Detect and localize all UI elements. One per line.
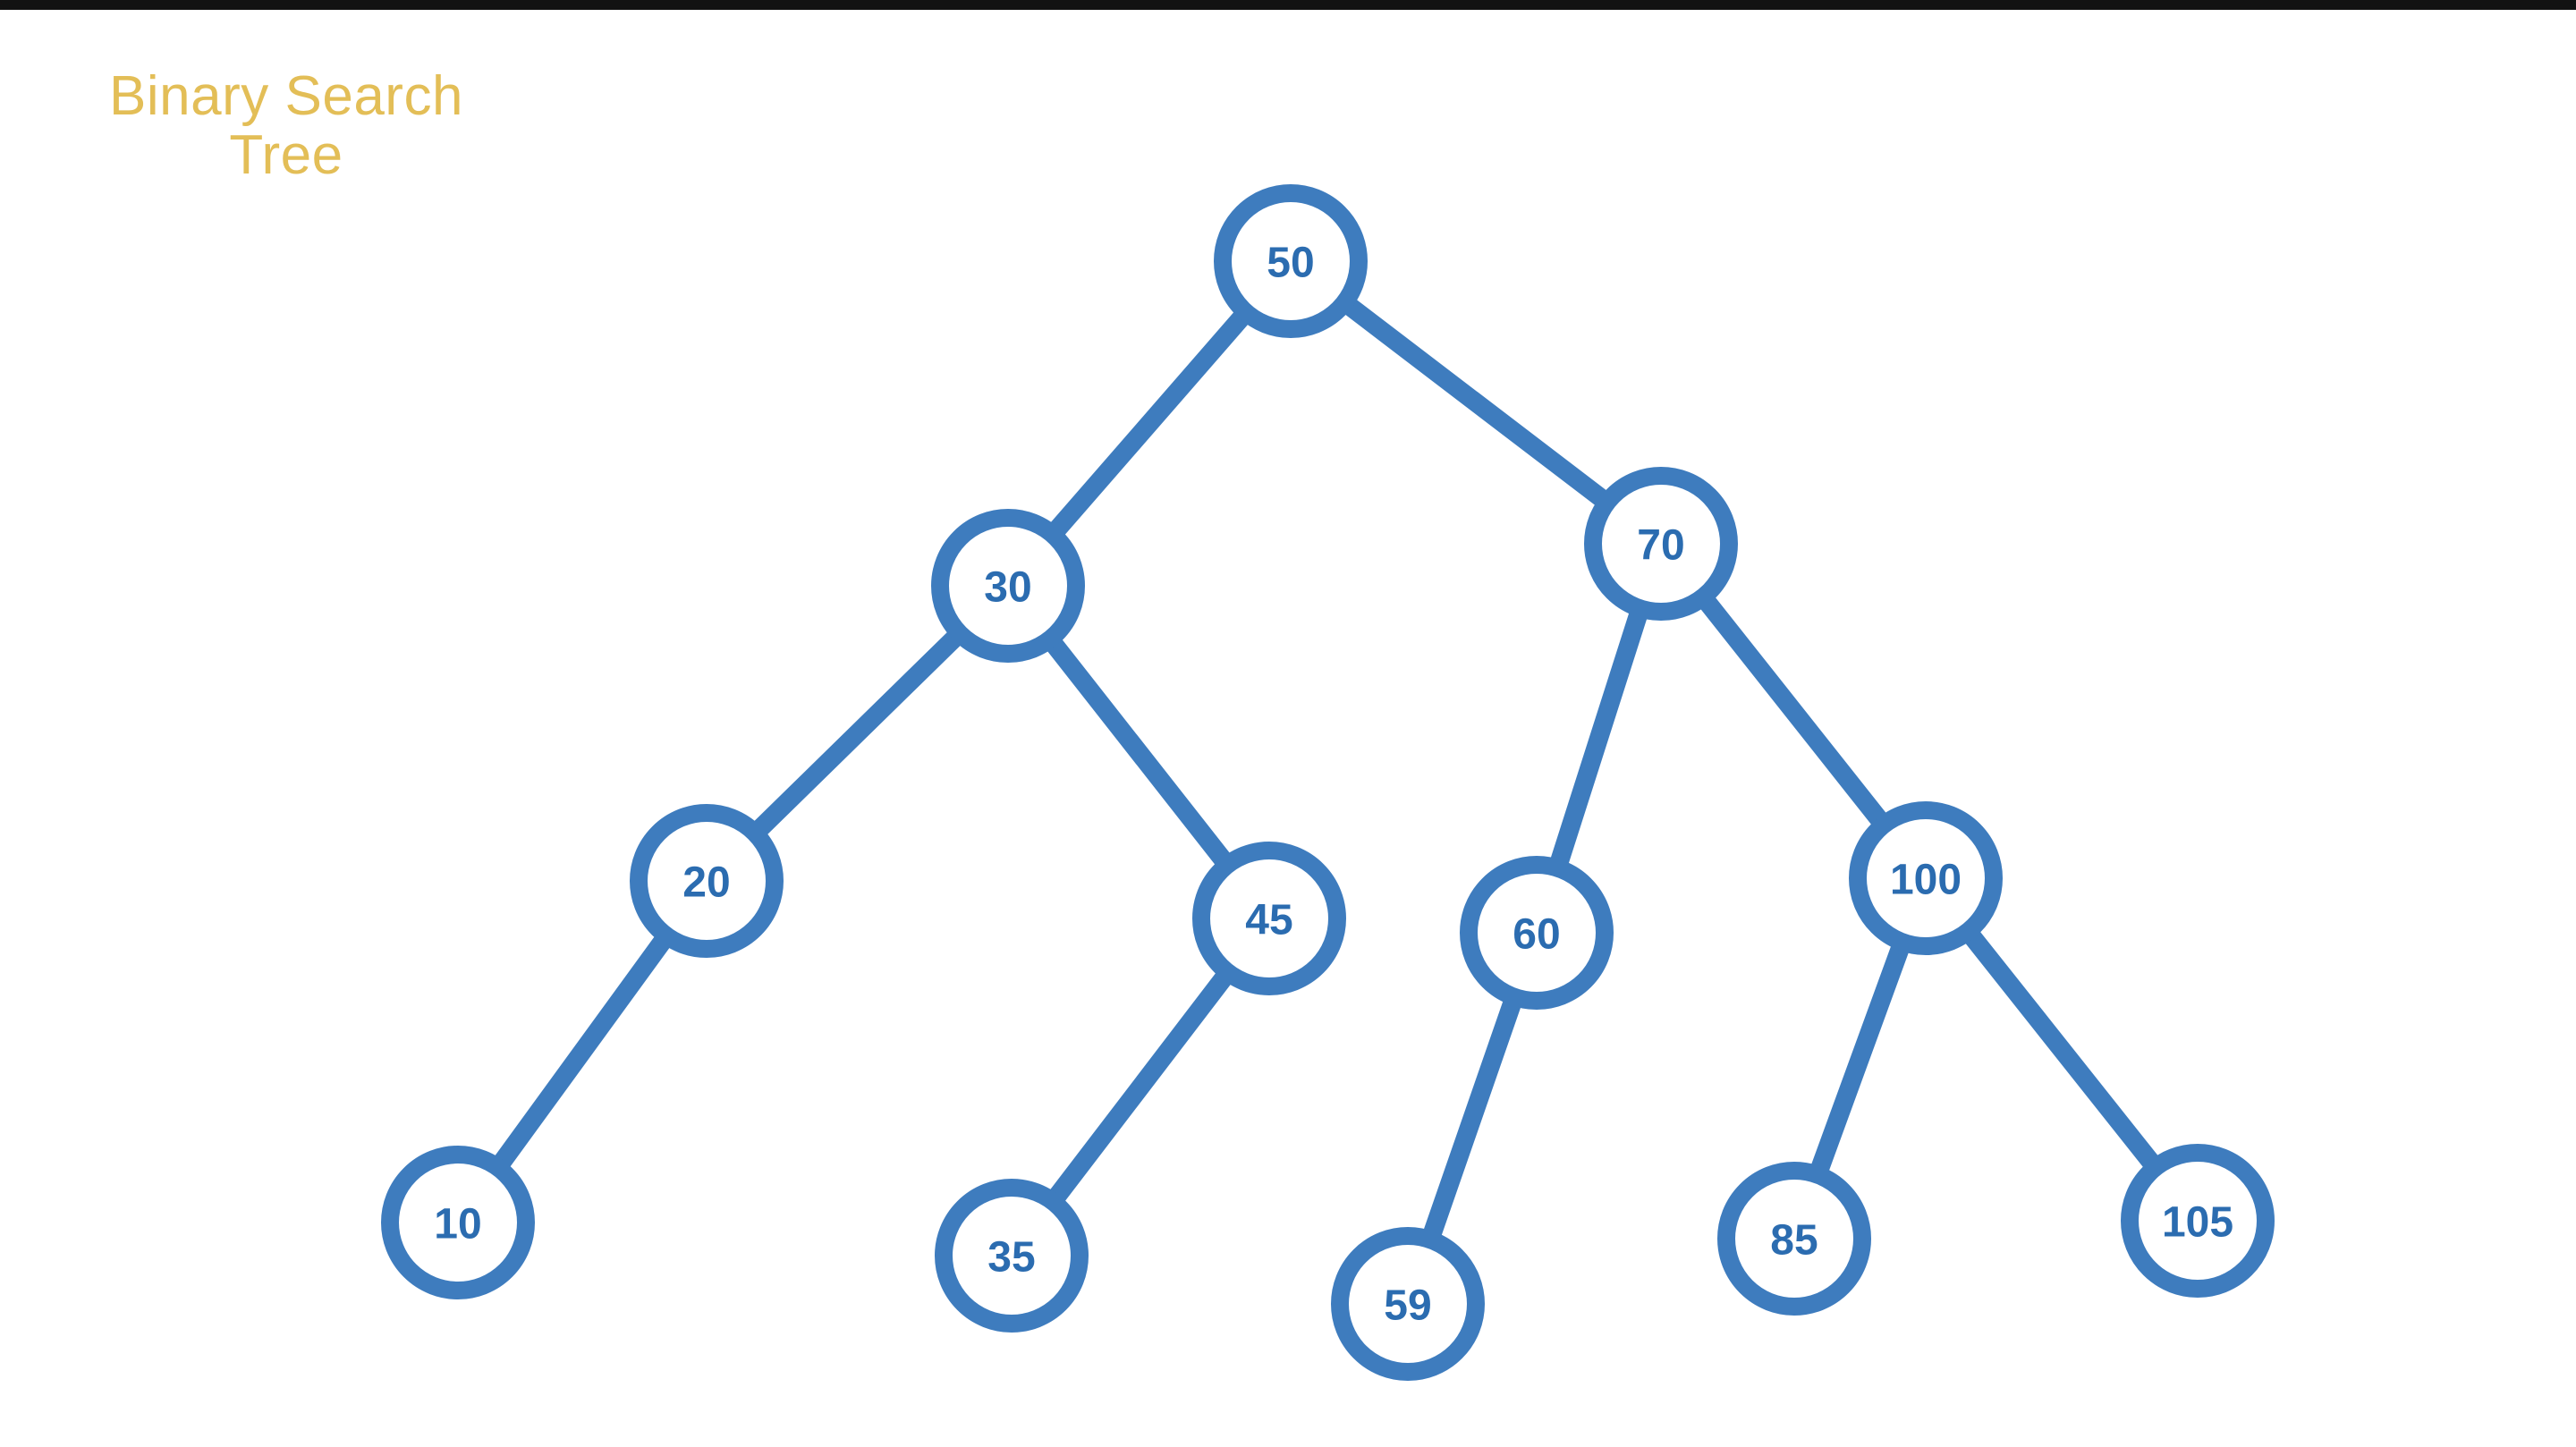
node-label-20: 20 <box>682 859 730 907</box>
node-circle-70[interactable] <box>1584 467 1738 621</box>
tree-edge-70-100 <box>1691 584 1895 838</box>
tree-edge-60-59 <box>1419 984 1525 1253</box>
node-label-70: 70 <box>1637 522 1684 570</box>
node-circle-30[interactable] <box>931 509 1085 663</box>
tree-node-50[interactable]: 50 <box>1214 184 1368 338</box>
tree-edge-20-10 <box>486 923 679 1180</box>
node-label-45: 45 <box>1245 897 1292 944</box>
node-circle-59[interactable] <box>1331 1227 1485 1381</box>
node-circle-50[interactable] <box>1214 184 1368 338</box>
node-label-30: 30 <box>984 564 1031 612</box>
tree-node-45[interactable]: 45 <box>1192 842 1346 995</box>
tree-node-100[interactable]: 100 <box>1849 801 2003 955</box>
node-circle-10[interactable] <box>381 1146 535 1299</box>
tree-edge-30-45 <box>1038 627 1240 877</box>
tree-edges-group <box>486 291 2167 1253</box>
node-circle-100[interactable] <box>1849 801 2003 955</box>
node-circle-85[interactable] <box>1717 1162 1871 1316</box>
node-label-50: 50 <box>1267 240 1314 287</box>
node-label-105: 105 <box>2162 1199 2233 1247</box>
node-circle-45[interactable] <box>1192 842 1346 995</box>
node-label-35: 35 <box>987 1234 1035 1282</box>
tree-node-10[interactable]: 10 <box>381 1146 535 1299</box>
tree-edge-30-20 <box>742 621 972 846</box>
node-circle-20[interactable] <box>630 804 784 958</box>
tree-node-70[interactable]: 70 <box>1584 467 1738 621</box>
tree-node-59[interactable]: 59 <box>1331 1227 1485 1381</box>
tree-node-35[interactable]: 35 <box>935 1179 1089 1333</box>
tree-edge-50-70 <box>1332 291 1620 514</box>
tree-node-85[interactable]: 85 <box>1717 1162 1871 1316</box>
node-circle-60[interactable] <box>1460 856 1614 1010</box>
tree-edge-50-30 <box>1040 300 1258 547</box>
node-label-100: 100 <box>1890 857 1962 904</box>
tree-edge-70-60 <box>1546 596 1651 881</box>
tree-edge-100-85 <box>1807 929 1913 1188</box>
page-title: Binary Search Tree <box>109 65 463 186</box>
node-circle-35[interactable] <box>935 1179 1089 1333</box>
node-circle-105[interactable] <box>2121 1144 2275 1298</box>
node-label-85: 85 <box>1770 1217 1818 1265</box>
top-border-band <box>0 0 2576 10</box>
tree-node-20[interactable]: 20 <box>630 804 784 958</box>
tree-nodes-group: 50 30 70 20 45 60 100 10 35 59 85 105 <box>381 184 2275 1381</box>
node-label-60: 60 <box>1513 911 1560 959</box>
node-label-10: 10 <box>434 1201 481 1248</box>
node-label-59: 59 <box>1384 1282 1431 1330</box>
tree-edge-100-105 <box>1956 918 2167 1180</box>
tree-node-60[interactable]: 60 <box>1460 856 1614 1010</box>
tree-node-30[interactable]: 30 <box>931 509 1085 663</box>
tree-node-105[interactable]: 105 <box>2121 1144 2275 1298</box>
tree-edge-45-35 <box>1041 960 1240 1214</box>
